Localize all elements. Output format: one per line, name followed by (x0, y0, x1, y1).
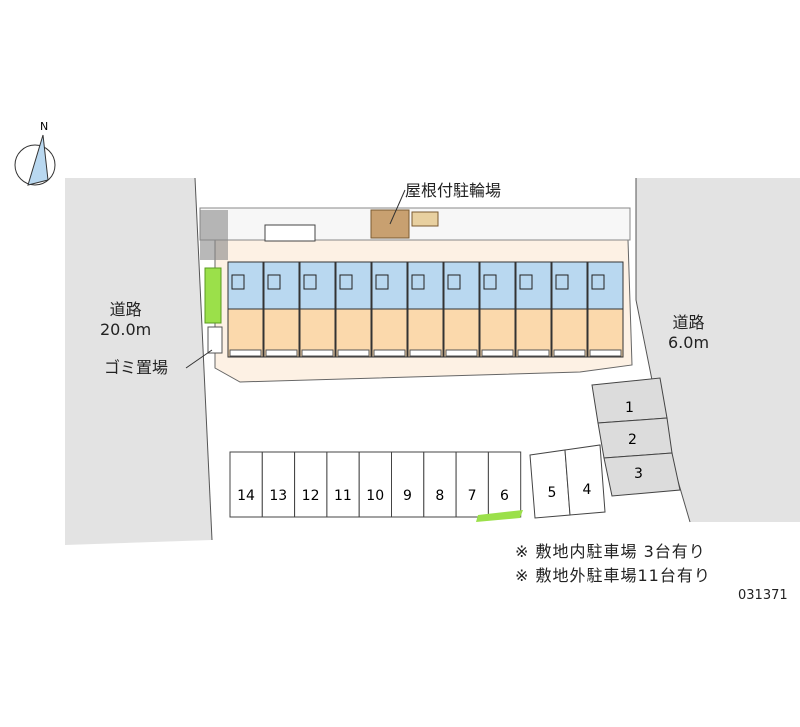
property-code: 031371 (738, 588, 788, 603)
apartment-unit (479, 261, 516, 358)
parking-number: 6 (500, 488, 509, 504)
note-offsite-parking: ※ 敷地外駐車場11台有り (515, 566, 711, 585)
parking-number: 10 (366, 488, 384, 504)
parking-space (455, 451, 489, 518)
parking-number: 1 (625, 400, 634, 416)
road-left-edge (194, 177, 213, 541)
road-left (65, 178, 212, 545)
apartment-unit (407, 261, 444, 358)
parking-row-slanted: 5 4 (529, 444, 606, 519)
road-right-width: 6.0m (668, 333, 710, 352)
parking-number: 3 (634, 466, 643, 482)
parking-number: 13 (269, 488, 287, 504)
compass-label: N (40, 120, 48, 133)
parking-number: 11 (334, 488, 352, 504)
parking-onsite: 1 2 3 (591, 377, 681, 497)
parking-number: 2 (628, 432, 637, 448)
parking-space (358, 451, 393, 518)
apartment-unit (299, 261, 336, 358)
compass-icon: N (14, 120, 56, 186)
apartment-unit (551, 261, 588, 358)
road-left-width: 20.0m (100, 320, 152, 339)
apartment-unit (443, 261, 480, 358)
parking-number: 9 (403, 488, 412, 504)
bicycle-parking-label: 屋根付駐輪場 (405, 181, 502, 200)
apartment-unit (263, 261, 300, 358)
parking-row-main: 14 13 12 11 10 9 8 7 6 (229, 451, 522, 518)
parking-space (487, 451, 522, 518)
road-right-label: 道路 6.0m (668, 313, 709, 353)
parking-number: 12 (302, 488, 320, 504)
parking-space (529, 449, 571, 519)
apartment-unit (335, 261, 372, 358)
parking-number: 8 (435, 488, 444, 504)
parking-space (261, 451, 296, 518)
parking-number: 14 (237, 488, 255, 504)
apartment-unit (227, 261, 264, 358)
bicycle-rack (411, 211, 439, 227)
garbage-leader-line (185, 349, 213, 369)
parking-space (423, 451, 457, 518)
garbage-area (207, 326, 223, 354)
parking-space (564, 444, 606, 516)
parking-space (229, 451, 263, 518)
parking-space (391, 451, 425, 518)
road-right (636, 178, 800, 522)
parking-space (326, 451, 360, 518)
bicycle-leader-line (389, 189, 406, 225)
road-left-label: 道路 20.0m (100, 300, 151, 340)
parking-number: 4 (583, 482, 592, 498)
parking-space (294, 451, 328, 518)
parking-number: 5 (548, 485, 557, 501)
parking-number: 7 (468, 488, 477, 504)
green-strip (476, 510, 523, 522)
apartment-unit (371, 261, 408, 358)
road-left-name: 道路 (109, 300, 142, 319)
garbage-label: ゴミ置場 (104, 358, 169, 377)
road-right-name: 道路 (672, 313, 705, 332)
building-units (227, 261, 624, 358)
apartment-unit (515, 261, 552, 358)
green-area (204, 267, 222, 324)
stair-hatch (264, 224, 316, 242)
note-onsite-parking: ※ 敷地内駐車場 3台有り (515, 542, 706, 561)
apartment-unit (587, 261, 624, 358)
stairs (200, 210, 228, 260)
